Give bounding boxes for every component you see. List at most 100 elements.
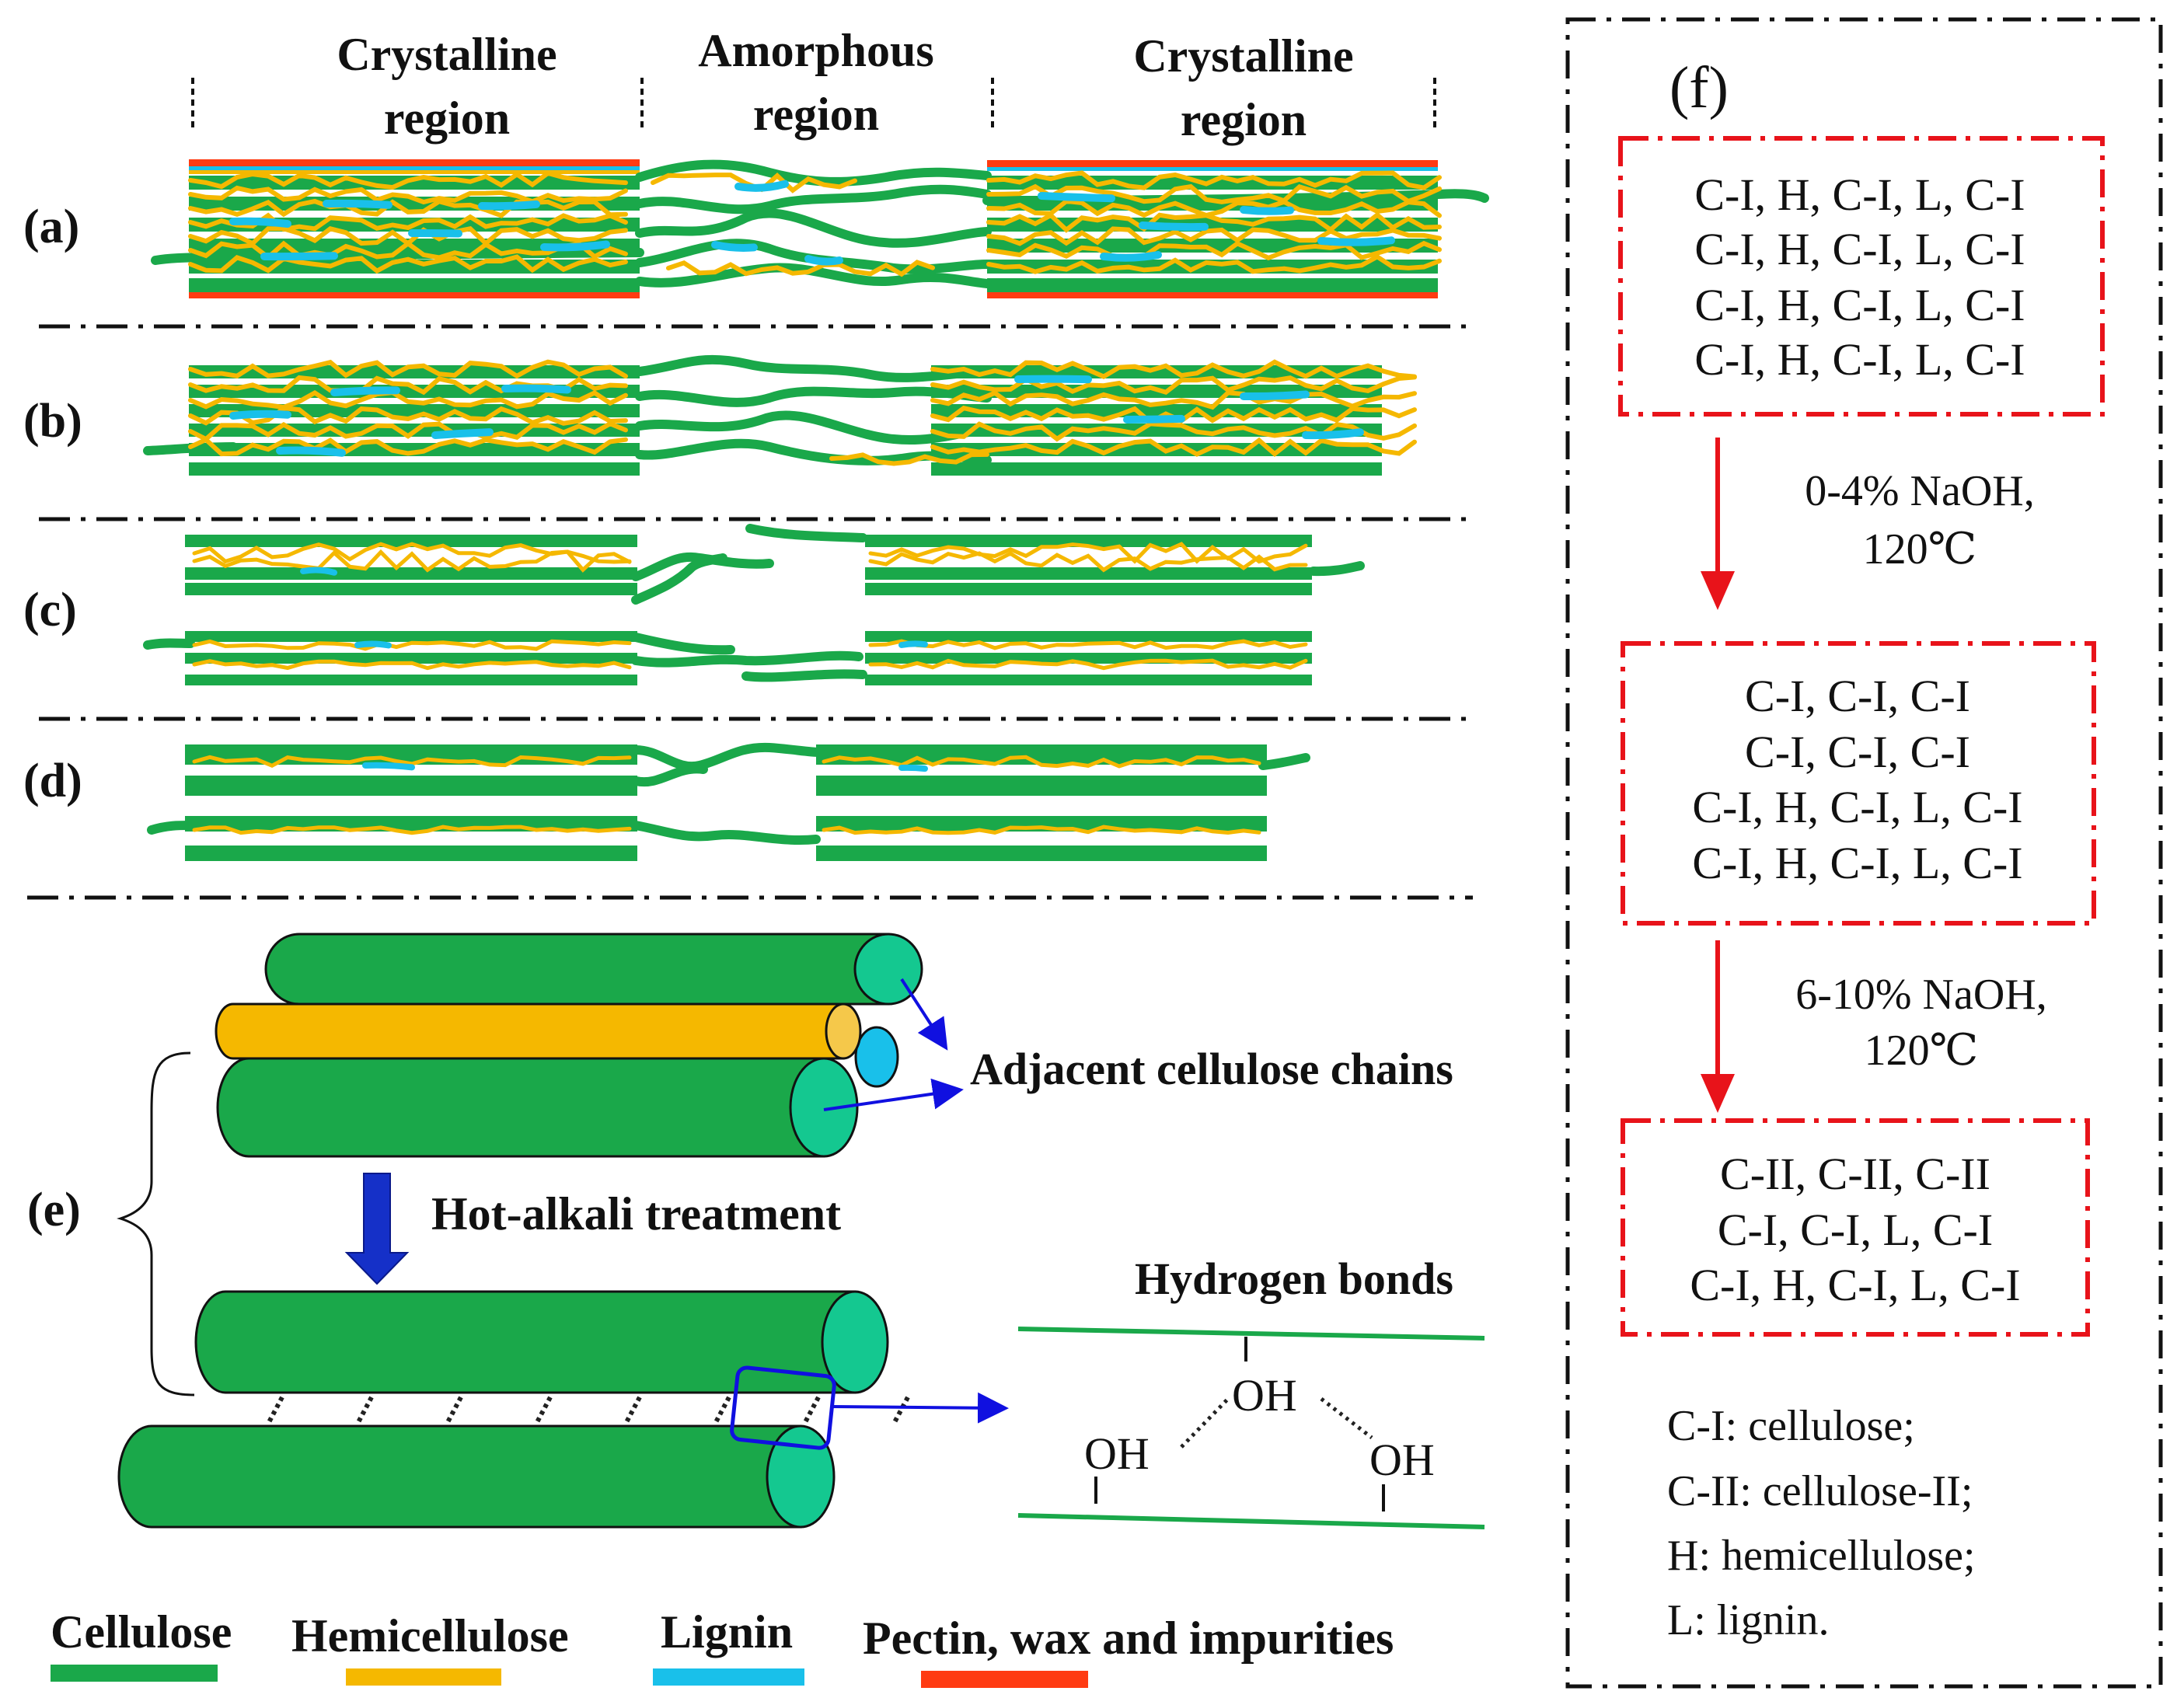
hemicellulose-chain — [192, 659, 632, 671]
left-region-line2: region — [384, 92, 510, 144]
pointer-arrow — [900, 978, 948, 1051]
definition-line: C-I: cellulose; — [1667, 1402, 1915, 1450]
right-region-line2: region — [1181, 94, 1307, 145]
cellulose-strand — [185, 535, 637, 547]
hemicellulose-chain — [188, 170, 628, 190]
hemicellulose-chain — [188, 185, 628, 205]
lignin-segment — [804, 255, 843, 266]
lignin-segments — [362, 762, 928, 772]
legend-label: Hemicellulose — [291, 1610, 569, 1661]
legend-item-cellulose: Cellulose — [51, 1606, 232, 1682]
lignin-segment — [540, 240, 610, 252]
hemicellulose-chains — [188, 170, 1442, 277]
region-header: Crystalline region Amorphous region Crys… — [191, 25, 1436, 145]
hemicellulose-chain — [930, 359, 1417, 379]
hemicellulose-chain — [188, 437, 628, 457]
composition-line: C-I, H, C-I, L, C-I — [1690, 1260, 2020, 1310]
definition-line: H: hemicellulose; — [1667, 1532, 1976, 1580]
composition-line: C-I, C-I, L, C-I — [1718, 1205, 1993, 1255]
legend: Cellulose Hemicellulose Lignin Pectin, w… — [51, 1606, 1394, 1688]
composition-line: C-I, H, C-I, L, C-I — [1694, 334, 2025, 385]
hydrogen-bond-dash — [623, 1396, 642, 1425]
cylinder-end — [821, 1290, 889, 1394]
hydrogen-bond-dash — [534, 1396, 553, 1425]
chain-line — [1017, 1327, 1485, 1341]
lignin-segment — [323, 199, 392, 209]
lignin-segments — [229, 375, 1364, 457]
lignin-segment — [1139, 221, 1209, 232]
panel-label-b: (b) — [23, 395, 82, 448]
hemicellulose-chain — [986, 253, 1442, 274]
lignin-segment — [1123, 414, 1185, 424]
lignin-segment — [229, 410, 291, 420]
panel-label-a: (a) — [23, 200, 79, 253]
hydrogen-bond-dashes — [266, 1396, 910, 1425]
composition-box-3 — [1621, 1118, 2090, 1337]
cylinder-end — [766, 1424, 836, 1529]
oh-group: OH — [1232, 1370, 1297, 1421]
hemicellulose-chain — [868, 551, 1308, 573]
middle-region-line2: region — [753, 89, 879, 140]
cellulose-strand — [185, 675, 637, 685]
cellulose-strand — [865, 583, 1312, 595]
step-2-temperature: 120℃ — [1865, 1027, 1979, 1075]
cellulose-strand — [185, 776, 637, 796]
panel-label-c: (c) — [23, 584, 77, 636]
hemicellulose-chain — [986, 170, 1442, 190]
step-1-temperature: 120℃ — [1863, 525, 1977, 574]
cellulose-strand — [816, 846, 1267, 861]
hydrogen-bond — [1180, 1397, 1230, 1449]
oh-group: OH — [1369, 1435, 1435, 1485]
process-arrow-2-head — [1701, 1074, 1735, 1113]
lignin-segment — [898, 640, 928, 648]
panel-label-f: (f) — [1669, 55, 1729, 120]
cellulose-cylinder — [264, 933, 923, 1006]
lignin-segment — [229, 217, 291, 228]
right-region-line1: Crystalline — [1133, 30, 1353, 82]
zoom-box — [730, 1365, 836, 1450]
lignin-segments — [300, 567, 928, 649]
hemicellulose-chain — [930, 375, 1417, 396]
lignin-segment — [276, 446, 346, 457]
hemicellulose-chain — [822, 755, 1261, 769]
left-region-line1: Crystalline — [337, 29, 556, 80]
hemicellulose-cylinder — [215, 1002, 862, 1060]
hemicellulose-chain — [822, 825, 1261, 835]
composition-line: C-I, H, C-I, L, C-I — [1692, 838, 2022, 888]
legend-item-hemicellulose: Hemicellulose — [291, 1610, 569, 1686]
panel-e: Adjacent cellulose chains Hot-alkali tre… — [117, 933, 1485, 1529]
legend-item-pectin-wax-impurities: Pectin, wax and impurities — [863, 1613, 1394, 1688]
lignin-segment — [354, 640, 392, 649]
lignin-segment — [734, 180, 789, 192]
hemicellulose-chain — [930, 437, 1417, 458]
cellulose-strand — [865, 631, 1312, 642]
hydrogen-bond-dash — [445, 1396, 463, 1425]
legend-label: Lignin — [661, 1606, 793, 1658]
legend-swatch — [51, 1665, 218, 1682]
cellulose-strand — [185, 631, 637, 642]
lignin-segment — [330, 386, 400, 396]
cellulose-strand — [931, 462, 1382, 476]
cellulose-strand — [816, 816, 1267, 832]
cellulose-cylinder — [117, 1424, 836, 1529]
cellulose-cylinder — [216, 1057, 859, 1158]
legend-swatch — [346, 1668, 501, 1686]
hemicellulose-chain — [188, 254, 628, 274]
hydrogen-bond-dash — [266, 1396, 284, 1425]
composition-box-1 — [1618, 136, 2105, 417]
composition-line: C-I, C-I, C-I — [1745, 727, 1970, 777]
definition-line: C-II: cellulose-II; — [1667, 1467, 1973, 1515]
hemicellulose-chain — [829, 452, 989, 466]
panel-c-fiber — [143, 524, 1365, 685]
lignin-segment — [1240, 390, 1310, 401]
cellulose-strand — [189, 278, 640, 292]
lignin-segment — [1038, 192, 1115, 203]
chain-line — [1017, 1513, 1485, 1529]
legend-label: Pectin, wax and impurities — [863, 1613, 1394, 1664]
panel-f-frame — [1565, 17, 2163, 1689]
lignin-segment — [431, 428, 494, 439]
hemicellulose-chain — [868, 658, 1308, 671]
panel-label-d: (d) — [23, 755, 82, 807]
panel-label-e: (e) — [27, 1184, 81, 1236]
